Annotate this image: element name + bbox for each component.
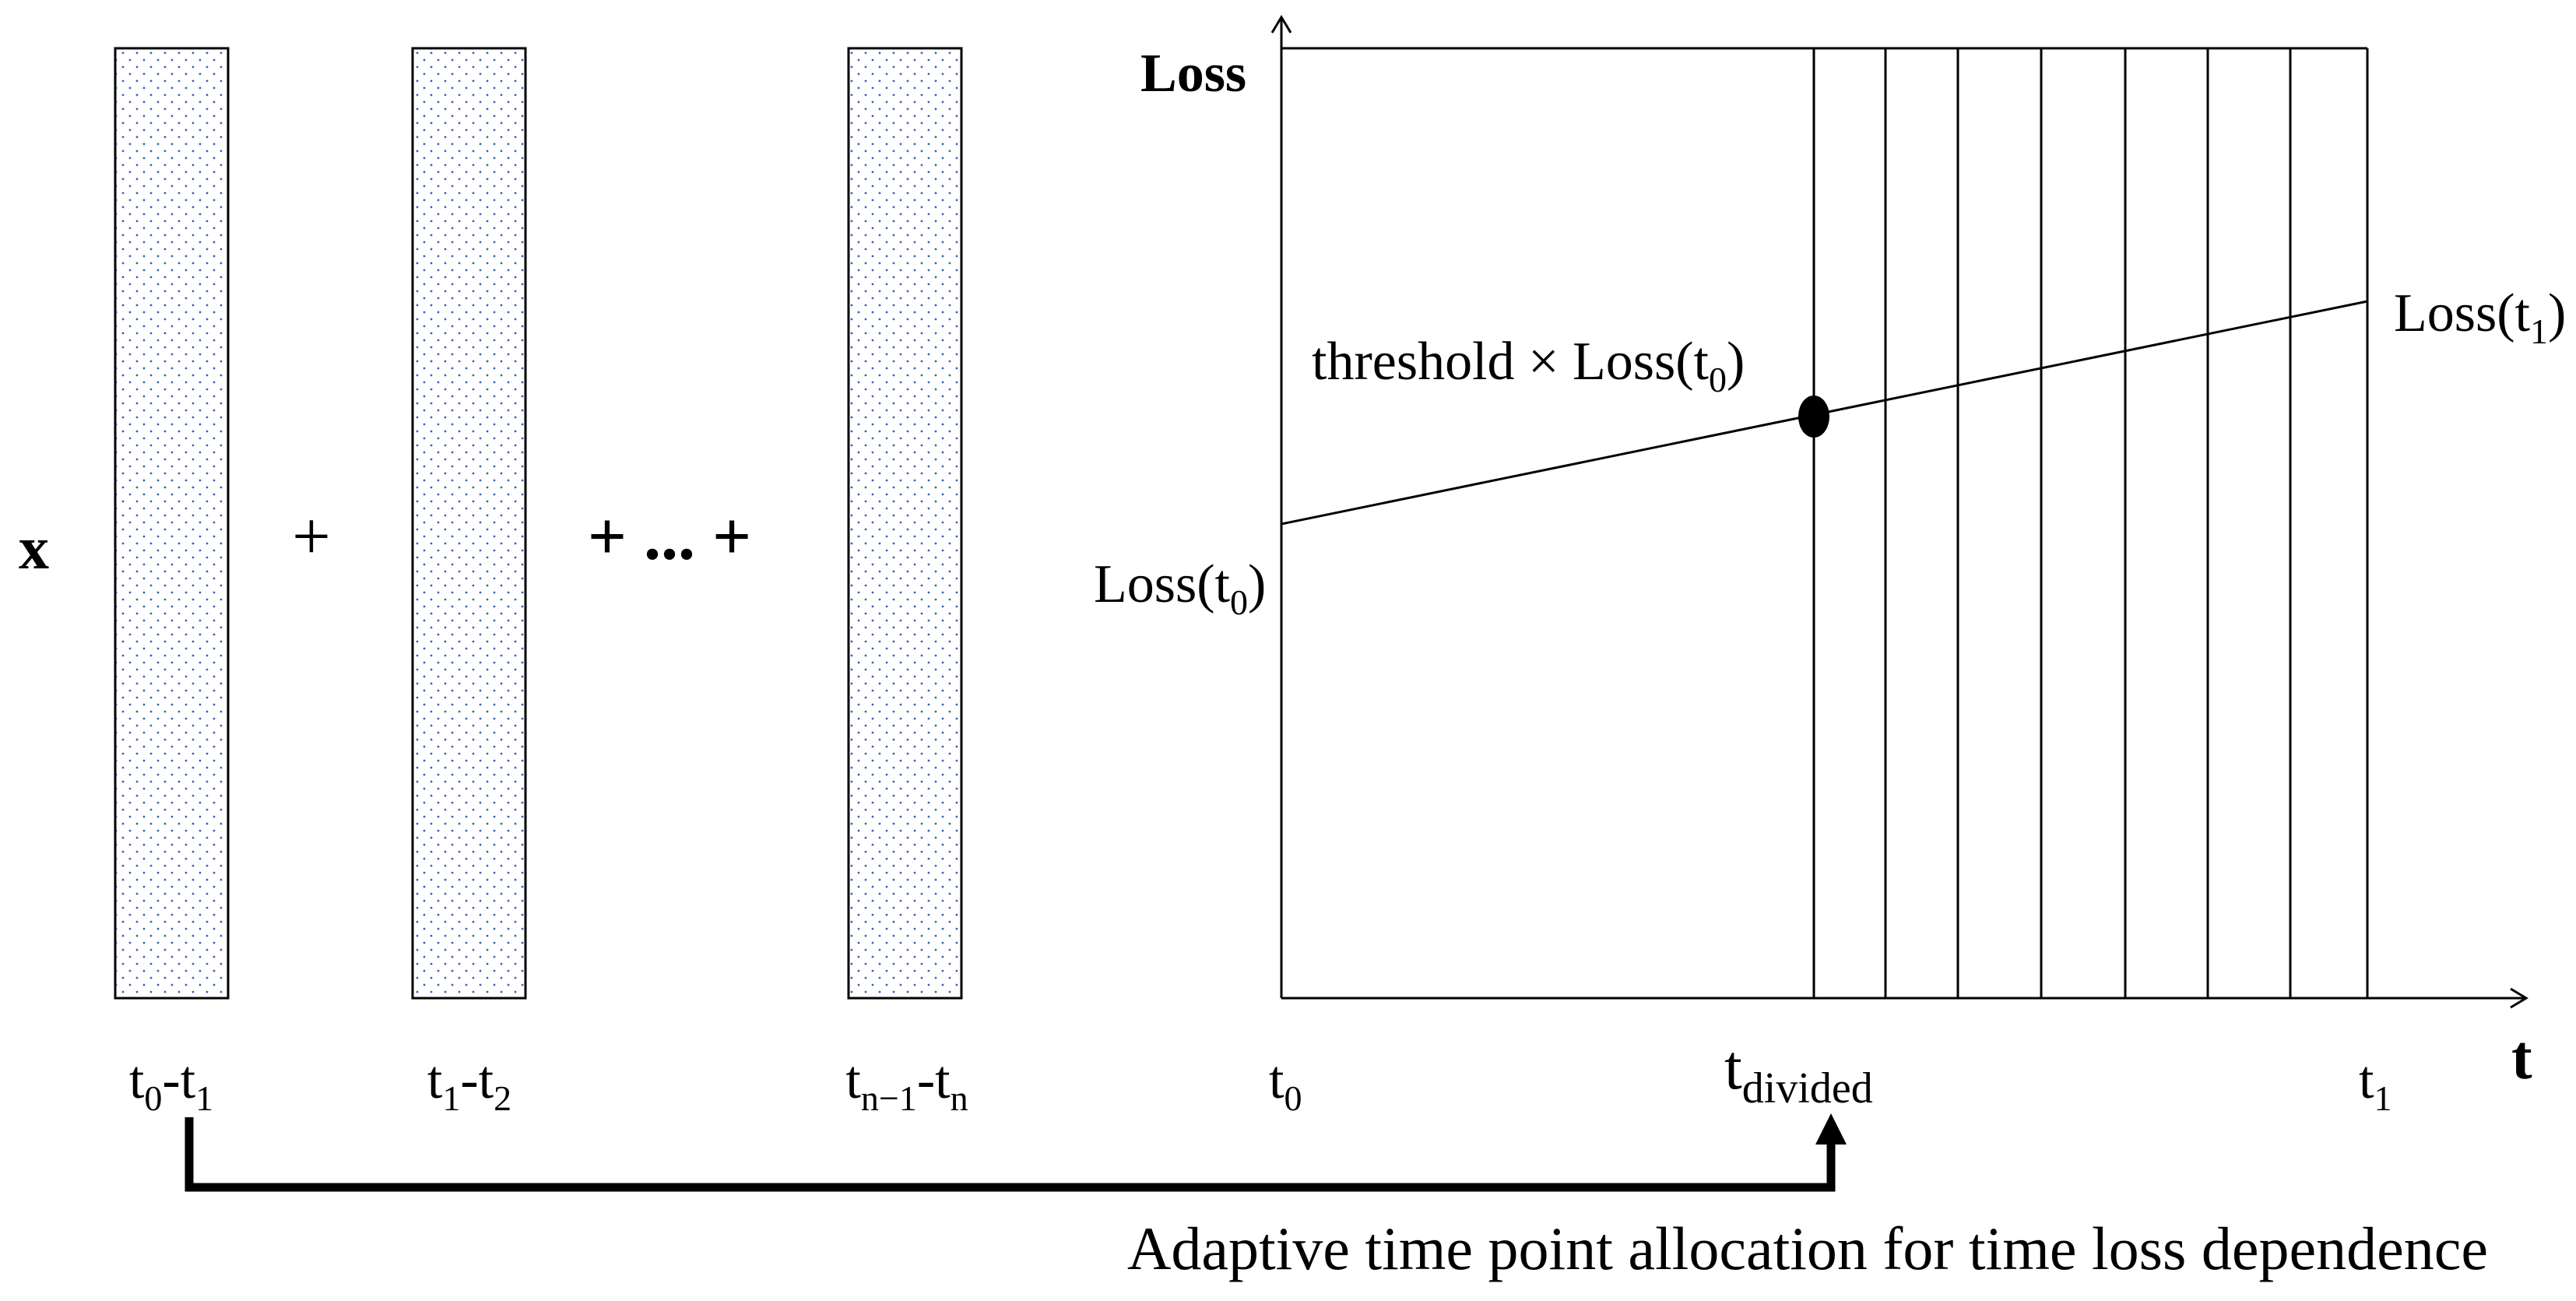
divided-tick-label: tdivided [1724, 1032, 1873, 1113]
y-axis-label: Loss [1140, 44, 1246, 104]
plus-operator: + [292, 499, 331, 575]
threshold-label: threshold × Loss(t0) [1312, 332, 1745, 399]
x-end-tick-label: t1 [2359, 1050, 2391, 1118]
threshold-point [1798, 396, 1829, 438]
loss-end-label: Loss(t1) [2394, 283, 2566, 351]
time-segment-bar-1 [114, 47, 230, 1000]
loss-start-label: Loss(t0) [1094, 554, 1266, 622]
segment-label-2: t1-t2 [427, 1050, 511, 1118]
segment-label-n: tn−1-tn [845, 1050, 968, 1118]
allocation-arrowhead [1815, 1113, 1847, 1145]
bottom-caption: Adaptive time point allocation for time … [1127, 1215, 2488, 1282]
input-x-symbol: x [19, 514, 49, 582]
plus-ellipsis-operator: + ... + [588, 499, 751, 575]
segment-label-1: t0-t1 [129, 1050, 213, 1118]
x-start-tick-label: t0 [1269, 1050, 1302, 1118]
allocation-connector [185, 1117, 1836, 1192]
time-segment-bar-2 [411, 47, 527, 1000]
time-segment-bar-n [847, 47, 963, 1000]
x-axis-label: t [2511, 1024, 2532, 1092]
